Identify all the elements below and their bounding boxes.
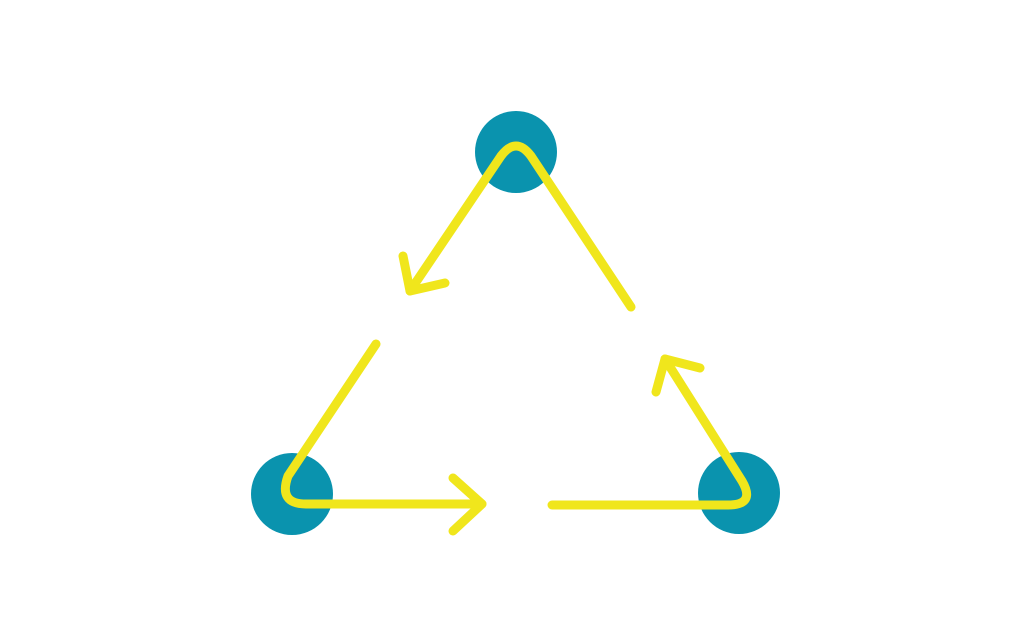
edge-bottom-right-to-top: [547, 354, 752, 510]
node-bottom-right: [698, 452, 780, 534]
node-top: [475, 111, 557, 193]
arrowhead-top-to-bottom-left: [398, 251, 450, 296]
arrowhead-bottom-right-to-top: [651, 354, 705, 397]
edge-bottom-left-to-bottom-right: [280, 339, 487, 509]
node-bottom-left: [251, 453, 333, 535]
arrowhead-bottom-left-to-bottom-right: [448, 473, 487, 536]
edge-top-to-bottom-left: [405, 141, 636, 312]
